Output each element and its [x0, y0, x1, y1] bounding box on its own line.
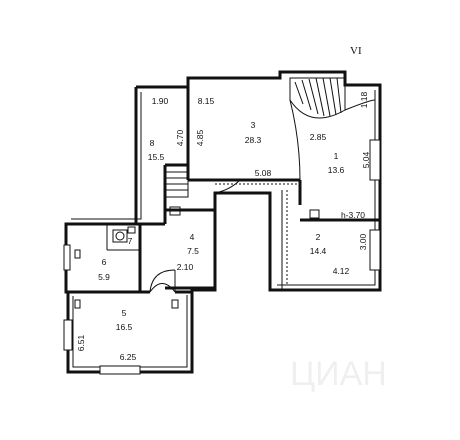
room-8-area: 15.5 — [148, 152, 165, 162]
windows — [63, 139, 381, 375]
room-6-number: 6 — [102, 257, 107, 267]
room-4-area: 7.5 — [187, 246, 199, 256]
interior-walls — [66, 87, 380, 294]
dim-room5-side: 6.51 — [76, 334, 86, 351]
height-note: h-3.70 — [341, 210, 365, 220]
dim-room2-bottom: 4.12 — [333, 266, 350, 276]
doors — [149, 179, 241, 293]
dim-room3-side: 4.85 — [195, 129, 205, 146]
room-4-number: 4 — [190, 232, 195, 242]
fixtures — [74, 206, 320, 309]
room-3-area: 28.3 — [245, 135, 262, 145]
dim-room8-side: 4.70 — [175, 129, 185, 146]
dim-room5-bottom: 6.25 — [120, 352, 137, 362]
room-7-number: 7 — [128, 236, 133, 246]
dim-room4-side: 2.10 — [177, 262, 194, 272]
room-6-area: 5.9 — [98, 272, 110, 282]
room-2-number: 2 — [316, 232, 321, 242]
dim-room8-top: 1.90 — [152, 96, 169, 106]
room-1-area: 13.6 — [328, 165, 345, 175]
dim-room3-bottom: 5.08 — [255, 168, 272, 178]
room-3-number: 3 — [251, 120, 256, 130]
dim-room1-right: 5.04 — [361, 151, 371, 168]
room-5-area: 16.5 — [116, 322, 133, 332]
room-1-number: 1 — [334, 151, 339, 161]
room-5-number: 5 — [122, 308, 127, 318]
dim-room2-right: 3.00 — [358, 233, 368, 250]
upper-staircase — [289, 77, 376, 181]
section-mark: VI — [350, 45, 362, 57]
exterior-walls — [64, 70, 382, 374]
room-2-area: 14.4 — [310, 246, 327, 256]
room-8-number: 8 — [150, 138, 155, 148]
dim-room1-side: 2.85 — [310, 132, 327, 142]
watermark: ЦИАН — [290, 355, 387, 393]
small-staircase — [164, 171, 189, 198]
dim-stair-side: 1.18 — [359, 91, 369, 108]
dim-room3-top: 8.15 — [198, 96, 215, 106]
